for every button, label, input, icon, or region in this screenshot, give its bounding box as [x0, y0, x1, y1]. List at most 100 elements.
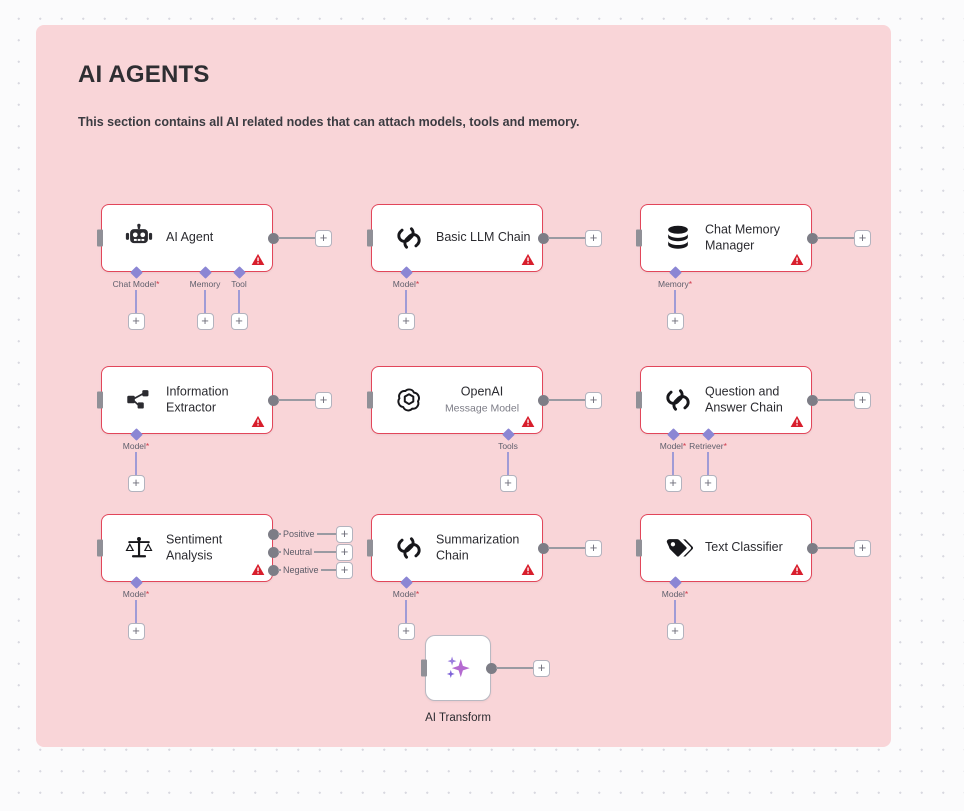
- node-basic-llm-chain[interactable]: Basic LLM Chain: [367, 204, 543, 272]
- node-ai-agent[interactable]: AI Agent: [97, 204, 273, 272]
- node-output-connector[interactable]: [267, 232, 279, 244]
- add-node-button[interactable]: +: [585, 539, 602, 557]
- tags-icon: [663, 533, 693, 563]
- required-asterisk: *: [723, 441, 727, 451]
- node-subtitle: Message Model: [444, 402, 520, 415]
- add-sub-node-button[interactable]: +: [127, 623, 145, 640]
- output-edge: [817, 237, 854, 239]
- node-issue-warning-icon[interactable]: [790, 563, 804, 576]
- node-input-connector[interactable]: [97, 229, 103, 247]
- sub-connector-edge: [135, 452, 137, 475]
- node-output-connector[interactable]: [537, 232, 549, 244]
- sub-connector-label: Model*: [123, 441, 149, 451]
- node-information-extractor[interactable]: Information Extractor: [97, 366, 273, 434]
- sub-connector-label: Model*: [662, 589, 688, 599]
- add-sub-node-button[interactable]: +: [397, 313, 415, 330]
- chain-link-icon: [394, 223, 424, 253]
- node-chat-memory-manager[interactable]: Chat Memory Manager: [636, 204, 812, 272]
- robot-icon: [124, 223, 154, 253]
- add-sub-node-button[interactable]: +: [230, 313, 248, 330]
- node-issue-warning-icon[interactable]: [251, 415, 265, 428]
- add-sub-node-button[interactable]: +: [699, 475, 717, 492]
- node-question-and-answer-chain[interactable]: Question and Answer Chain: [636, 366, 812, 434]
- node-input-connector[interactable]: [367, 229, 373, 247]
- node-ai-transform[interactable]: AI Transform: [421, 635, 491, 724]
- openai-icon: [394, 385, 424, 415]
- output-edge: [817, 547, 854, 549]
- add-sub-node-button[interactable]: +: [666, 623, 684, 640]
- node-output-connector[interactable]: [537, 542, 549, 554]
- sub-connector-edge: [672, 452, 674, 475]
- sub-connector-label-text: Model: [659, 441, 683, 451]
- node-output-connector[interactable]: [806, 232, 818, 244]
- node-output-connector[interactable]: [537, 394, 549, 406]
- add-sub-node-button[interactable]: +: [664, 475, 682, 492]
- node-issue-warning-icon[interactable]: [521, 253, 535, 266]
- add-sub-node-button[interactable]: +: [127, 475, 145, 492]
- add-node-button[interactable]: +: [336, 561, 353, 579]
- node-input-connector[interactable]: [367, 391, 373, 409]
- node-input-connector[interactable]: [421, 659, 427, 677]
- add-node-button[interactable]: +: [585, 229, 602, 247]
- add-sub-node-button[interactable]: +: [127, 313, 145, 330]
- node-input-connector[interactable]: [367, 539, 373, 557]
- node-input-connector[interactable]: [636, 229, 642, 247]
- node-input-connector[interactable]: [636, 539, 642, 557]
- node-output-connector[interactable]: [806, 542, 818, 554]
- add-node-button[interactable]: +: [315, 391, 332, 409]
- sub-connector-label: Memory*: [658, 279, 692, 289]
- node-output-connector[interactable]: [485, 662, 497, 674]
- node-issue-warning-icon[interactable]: [251, 563, 265, 576]
- node-output-connector[interactable]: [267, 564, 279, 576]
- node-output-connector[interactable]: [806, 394, 818, 406]
- node-input-connector[interactable]: [97, 391, 103, 409]
- node-issue-warning-icon[interactable]: [521, 563, 535, 576]
- sub-connector-label: Model*: [393, 589, 419, 599]
- database-icon: [663, 223, 693, 253]
- add-node-button[interactable]: +: [854, 229, 871, 247]
- add-sub-node-button[interactable]: +: [196, 313, 214, 330]
- node-title-text: Summarization Chain: [436, 532, 520, 562]
- add-node-button[interactable]: +: [336, 525, 353, 543]
- add-sub-node-button[interactable]: +: [499, 475, 517, 492]
- node-title: Information Extractor: [166, 384, 266, 415]
- node-issue-warning-icon[interactable]: [790, 415, 804, 428]
- add-node-button[interactable]: +: [315, 229, 332, 247]
- required-asterisk: *: [145, 589, 150, 599]
- node-output-connector[interactable]: [267, 394, 279, 406]
- chain-link-icon: [663, 385, 693, 415]
- node-title: AI Agent: [166, 230, 266, 246]
- node-title-text: OpenAI: [460, 384, 504, 399]
- node-title-text: Text Classifier: [705, 540, 783, 555]
- sub-connector-label: Tools: [498, 441, 518, 451]
- sub-connector-edge: [135, 600, 137, 623]
- sub-connector-label: Retriever*: [689, 441, 727, 451]
- node-title: Text Classifier: [705, 540, 805, 556]
- node-openai[interactable]: OpenAI Message Model: [367, 366, 543, 434]
- node-input-connector[interactable]: [636, 391, 642, 409]
- node-output-connector[interactable]: [267, 528, 279, 540]
- node-title-text: Information Extractor: [166, 384, 229, 414]
- section-description: This section contains all AI related nod…: [78, 115, 580, 129]
- node-issue-warning-icon[interactable]: [251, 253, 265, 266]
- add-sub-node-button[interactable]: +: [666, 313, 684, 330]
- sub-connector-edge: [405, 290, 407, 313]
- add-node-button[interactable]: +: [585, 391, 602, 409]
- node-title-text: Basic LLM Chain: [436, 230, 531, 245]
- add-node-button[interactable]: +: [854, 539, 871, 557]
- node-issue-warning-icon[interactable]: [790, 253, 804, 266]
- node-title: Question and Answer Chain: [705, 384, 805, 415]
- chain-link-icon: [394, 533, 424, 563]
- add-node-button[interactable]: +: [854, 391, 871, 409]
- node-output-connector[interactable]: [267, 546, 279, 558]
- node-input-connector[interactable]: [97, 539, 103, 557]
- add-node-button[interactable]: +: [336, 543, 353, 561]
- node-sentiment-analysis[interactable]: Sentiment Analysis: [97, 514, 273, 582]
- add-sub-node-button[interactable]: +: [397, 623, 415, 640]
- sub-connector-label: Tool: [231, 279, 247, 289]
- add-node-button[interactable]: +: [533, 659, 550, 677]
- node-text-classifier[interactable]: Text Classifier: [636, 514, 812, 582]
- node-issue-warning-icon[interactable]: [521, 415, 535, 428]
- sub-connector-edge: [405, 600, 407, 623]
- node-summarization-chain[interactable]: Summarization Chain: [367, 514, 543, 582]
